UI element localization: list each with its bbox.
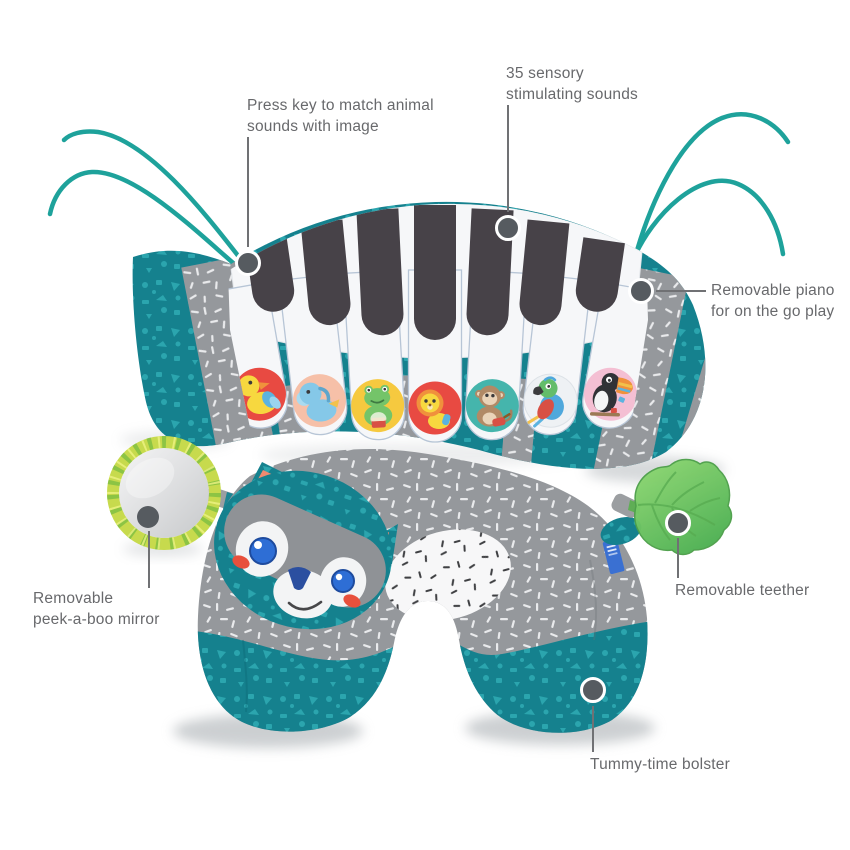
callout-line-peekaboo-mirror <box>148 531 150 588</box>
callout-dot-tummy-bolster <box>580 677 606 703</box>
callout-line-removable-teether <box>677 538 679 578</box>
callout-label-removable-piano: Removable piano for on the go play <box>711 282 835 320</box>
ribbon-tie-left-1 <box>61 129 246 265</box>
callout-dot-press-key <box>235 250 261 276</box>
callout-dot-removable-teether <box>665 510 691 536</box>
callout-label-tummy-bolster: Tummy-time bolster <box>590 756 730 773</box>
callout-dot-sensory-sounds <box>495 215 521 241</box>
black-key <box>519 219 570 326</box>
raccoon-muzzle <box>273 569 333 619</box>
callout-label-peekaboo-mirror: Removable peek-a-boo mirror <box>33 590 160 628</box>
duck-illustration <box>232 367 286 421</box>
teether-strap-loop <box>600 517 642 545</box>
parrot-illustration <box>523 373 578 428</box>
raccoon-eye-right <box>331 569 355 593</box>
callout-line-sensory-sounds <box>507 105 509 212</box>
callout-label-press-key: Press key to match animal sounds with im… <box>247 97 434 135</box>
bolster-white-patch <box>385 529 511 621</box>
callout-dot-peekaboo-mirror <box>137 506 159 528</box>
leaf <box>633 458 733 556</box>
raccoon-nose <box>288 566 311 590</box>
callout-label-sensory-sounds: 35 sensory stimulating sounds <box>506 65 638 103</box>
black-key <box>414 205 456 340</box>
toucan-illustration <box>584 367 638 421</box>
monkey-illustration <box>465 379 519 433</box>
ribbon-tie-left-2 <box>47 169 242 271</box>
black-key <box>575 237 625 312</box>
tummy-time-bolster <box>197 449 648 733</box>
brand-tag <box>602 539 625 575</box>
callout-dot-removable-piano <box>628 278 654 304</box>
raccoon-face <box>214 462 398 630</box>
callout-line-removable-piano <box>656 290 706 292</box>
black-key <box>356 208 404 336</box>
elephant-illustration <box>292 374 346 428</box>
frog-illustration <box>351 379 405 433</box>
raccoon-eye-left <box>249 537 277 565</box>
ribbon-ties <box>47 112 791 271</box>
ribbon-tie-right-2 <box>630 178 786 263</box>
black-key <box>466 208 514 336</box>
raccoon-smile <box>287 600 323 611</box>
black-key <box>300 219 351 326</box>
teether-strap <box>611 493 640 518</box>
callout-label-removable-teether: Removable teether <box>675 582 810 599</box>
piano-black-keys <box>245 205 625 340</box>
lion-illustration <box>408 381 462 435</box>
callout-line-tummy-bolster <box>592 706 594 752</box>
callout-line-press-key <box>247 137 249 247</box>
ribbon-tie-right-1 <box>633 112 791 257</box>
leaf-teether <box>600 458 733 556</box>
